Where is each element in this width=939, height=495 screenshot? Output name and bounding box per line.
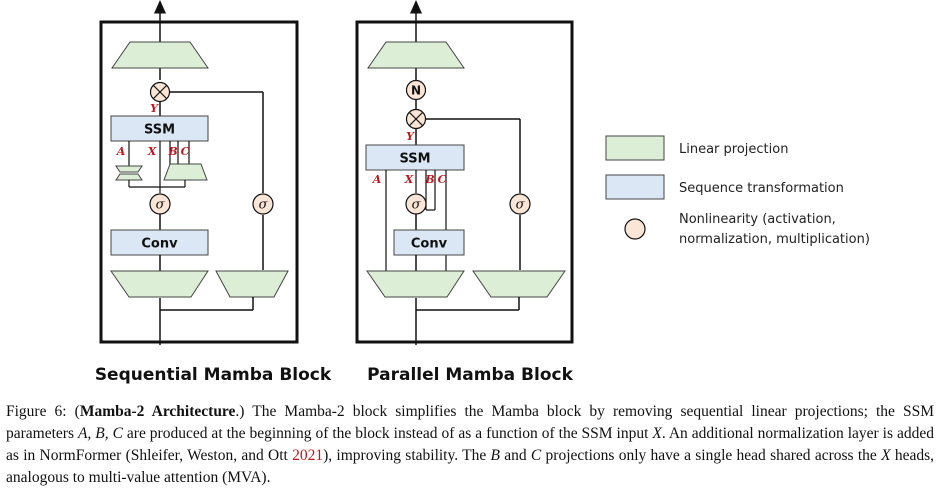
figure-caption: Figure 6: (Mamba-2 Architecture.) The Ma… [6, 401, 934, 489]
caption-x1: X [652, 425, 662, 442]
parallel-ssm-box [365, 144, 465, 171]
caption-citation-link[interactable]: 2021 [292, 447, 324, 464]
architecture-diagram: σ Y SSM A X B C σ Conv [95, 0, 870, 385]
parallel-param-c: C [438, 173, 447, 186]
sequential-param-x: X [147, 145, 157, 158]
sequential-output-projection [111, 41, 209, 69]
caption-text-1: .) The Mamba-2 block simplifies the Mamb… [6, 403, 935, 442]
parallel-gate-sigma-node [509, 193, 531, 215]
legend-nonlinearity-label-line1: Nonlinearity (activation, [679, 212, 836, 227]
legend-linear-label: Linear projection [679, 142, 788, 157]
parallel-param-a: A [372, 173, 382, 186]
parallel-y-label: Y [406, 130, 415, 143]
sequential-conv-label: Conv [141, 237, 178, 252]
caption-b: B [490, 447, 500, 464]
parallel-param-x: X [404, 173, 414, 186]
parallel-conv-box [393, 229, 465, 256]
legend-sequence-label: Sequence transformation [679, 181, 844, 196]
sequential-block-frame [99, 20, 299, 344]
sequential-input-projection-gate [215, 270, 289, 298]
parallel-input-projection-gate [472, 270, 566, 298]
sequential-gate-sigma-node [252, 193, 274, 215]
legend: Linear projection Sequence transformatio… [605, 135, 870, 247]
parallel-ssm-label: SSM [399, 152, 430, 167]
caption-params: A, B, C [77, 425, 123, 442]
caption-c: C [530, 447, 542, 464]
parallel-input-projection-main [366, 270, 465, 298]
legend-nonlinearity-swatch [624, 218, 646, 240]
parallel-output-projection [367, 41, 465, 69]
caption-bold-title: Mamba-2 Architecture [79, 403, 236, 420]
sequential-conv-box [110, 229, 209, 256]
parallel-block-title: Parallel Mamba Block [367, 365, 573, 385]
parallel-norm-label: N [411, 84, 421, 98]
legend-linear-swatch [605, 135, 665, 161]
caption-prefix: Figure 6: ( [6, 403, 80, 420]
parallel-conv-label: Conv [411, 237, 448, 252]
caption-text-6: projections only have a single head shar… [541, 447, 882, 464]
sequential-gate-sigma-label: σ [259, 198, 269, 213]
caption-text-3: . An additional normalization layer is a… [6, 425, 934, 464]
legend-sequence-swatch [605, 174, 665, 200]
sequential-mamba-block: σ Y SSM A X B C σ Conv [95, 0, 332, 385]
caption-x2: X [881, 447, 891, 464]
parallel-mamba-block: N σ Y SSM A X B C σ Conv [355, 0, 574, 385]
parallel-param-b: B [424, 173, 434, 186]
sequential-conv-sigma-label: σ [156, 198, 166, 213]
parallel-block-frame [355, 20, 574, 344]
caption-text-4: ), improving stability. The [323, 447, 491, 464]
legend-nonlinearity-label-line2: normalization, multiplication) [679, 232, 870, 247]
sequential-ssm-label: SSM [144, 123, 175, 138]
parallel-norm-node [405, 79, 427, 101]
parallel-conv-sigma-label: σ [412, 198, 422, 213]
sequential-block-title: Sequential Mamba Block [95, 365, 332, 385]
sequential-y-label: Y [150, 102, 159, 115]
sequential-param-c: C [181, 145, 190, 158]
caption-text-2: are produced at the beginning of the blo… [122, 425, 653, 442]
sequential-ssm-box [110, 115, 209, 142]
sequential-param-b: B [167, 145, 177, 158]
sequential-param-a: A [116, 145, 126, 158]
parallel-gate-sigma-label: σ [516, 198, 526, 213]
sequential-a-projection [115, 165, 143, 173]
sequential-input-projection-main [110, 270, 209, 298]
caption-text-5: and [499, 447, 531, 464]
caption-text-7: heads, analogous to multi-value attentio… [6, 447, 934, 486]
sequential-bc-projection [163, 163, 208, 181]
